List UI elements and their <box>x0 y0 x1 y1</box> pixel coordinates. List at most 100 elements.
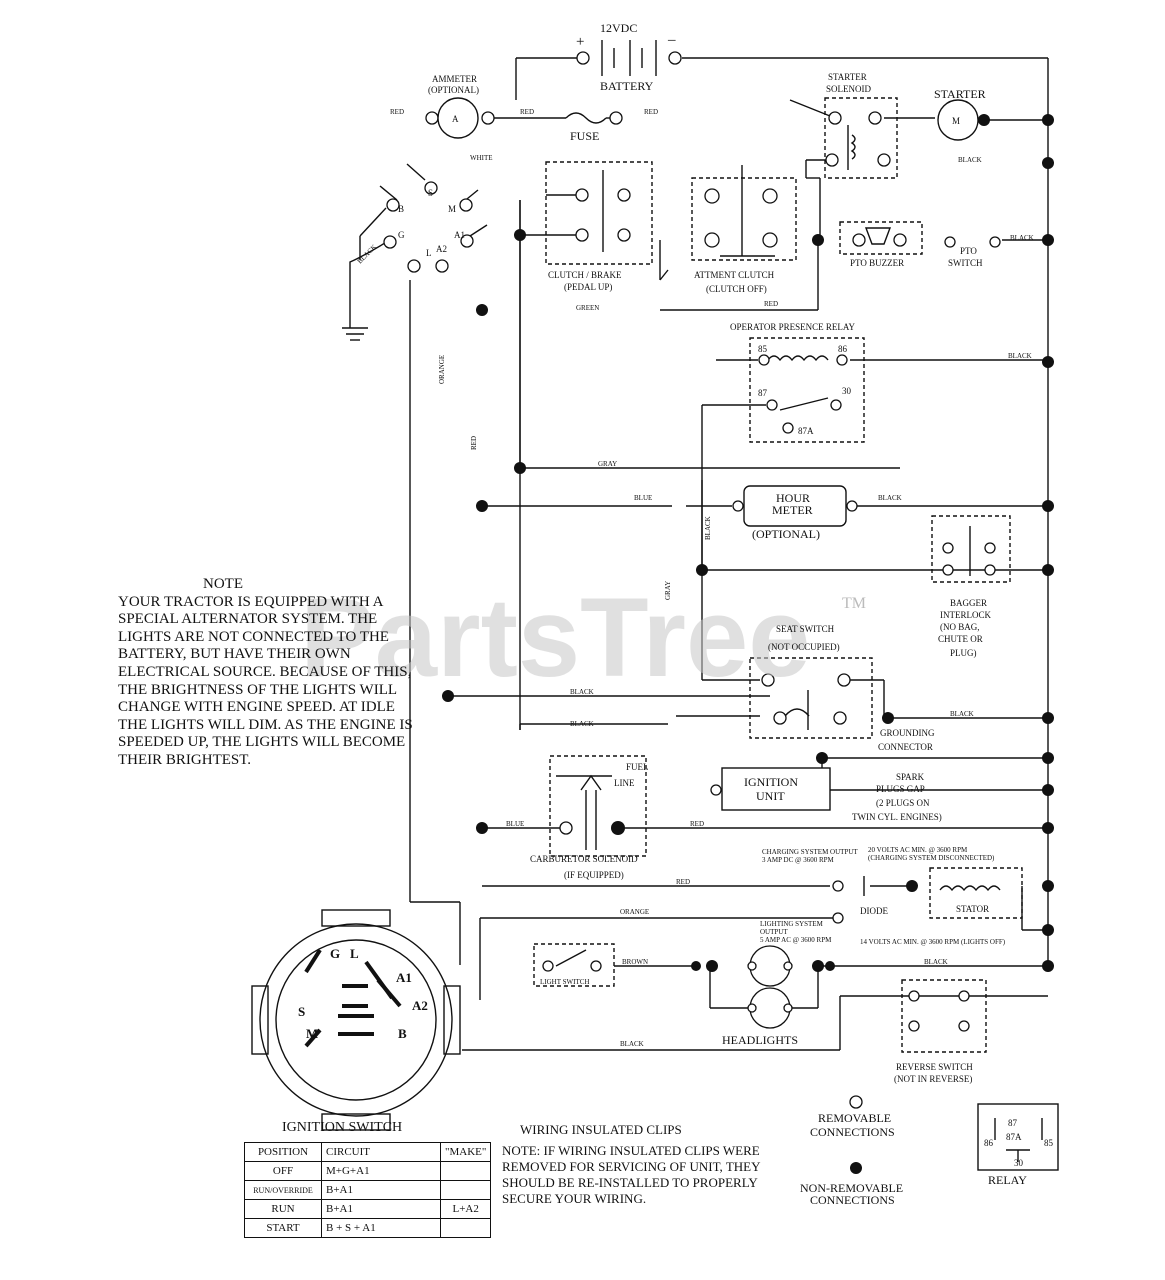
table-cell: START <box>244 1218 322 1238</box>
table-cell: B + S + A1 <box>321 1218 441 1238</box>
legend-relay-30: 30 <box>1014 1158 1024 1168</box>
wire-label-black: BLACK <box>620 1040 644 1048</box>
hour-meter-label: HOUR <box>776 491 810 505</box>
ign-top-l: L <box>426 248 432 258</box>
wire-label-black: BLACK <box>924 958 948 966</box>
wire-label-red: RED <box>764 300 778 308</box>
table-cell: L+A2 <box>439 1199 492 1219</box>
starter-motor-symbol: M <box>952 116 960 126</box>
clutch-brake-state: (PEDAL UP) <box>564 282 612 292</box>
clips-title: WIRING INSULATED CLIPS <box>520 1122 682 1137</box>
charging-output-rating: 3 AMP DC @ 3600 RPM <box>762 856 835 864</box>
wire-label-red: RED <box>470 436 478 450</box>
wire-label-red: RED <box>676 878 690 886</box>
table-row: START B + S + A1 <box>244 1218 492 1238</box>
diode-label: DIODE <box>860 906 888 916</box>
table-cell <box>439 1218 492 1238</box>
legend-nonremovable-2: CONNECTIONS <box>810 1193 895 1207</box>
seat-switch-state: (NOT OCCUPIED) <box>768 642 840 652</box>
ign-switch-s: S <box>298 1004 305 1019</box>
bagger-label-3: (NO BAG, <box>940 622 980 632</box>
ign-top-a2: A2 <box>436 244 447 254</box>
wire-label-black: BLACK <box>570 688 594 696</box>
wire-label-white: WHITE <box>470 154 493 162</box>
hour-meter-label-2: METER <box>772 503 813 517</box>
legend-relay-87a: 87A <box>1006 1132 1022 1142</box>
ign-switch-a1: A1 <box>396 970 412 985</box>
ignition-position-table: POSITION CIRCUIT "MAKE" OFF M+G+A1 RUN/O… <box>244 1142 492 1238</box>
table-header-row: POSITION CIRCUIT "MAKE" <box>244 1142 492 1162</box>
table-header: "MAKE" <box>439 1142 492 1162</box>
ign-switch-m: M <box>306 1026 318 1041</box>
bagger-label-2: INTERLOCK <box>940 610 991 620</box>
table-cell: B+A1 <box>321 1180 441 1200</box>
ign-switch-g: G <box>330 946 340 961</box>
fuse-label: FUSE <box>570 129 599 143</box>
ign-switch-a2: A2 <box>412 998 428 1013</box>
reverse-switch-state: (NOT IN REVERSE) <box>894 1074 972 1084</box>
relay-t87a: 87A <box>798 426 814 436</box>
reverse-switch-label: REVERSE SWITCH <box>896 1062 973 1072</box>
table-cell <box>439 1180 492 1200</box>
table-cell <box>439 1161 492 1181</box>
table-cell: RUN/OVERRIDE <box>244 1180 322 1200</box>
note-title: NOTE <box>203 576 243 592</box>
light-switch-label: LIGHT SWITCH <box>540 978 589 986</box>
stator-label: STATOR <box>956 904 989 914</box>
wire-label-green: GREEN <box>576 304 599 312</box>
spark-plugs-note: (2 PLUGS ON <box>876 798 930 808</box>
wire-label-orange: ORANGE <box>438 355 446 384</box>
bagger-label-4: CHUTE OR <box>938 634 983 644</box>
ign-top-m: M <box>448 204 456 214</box>
table-cell: M+G+A1 <box>321 1161 441 1181</box>
wire-label-brown: BROWN <box>622 958 648 966</box>
table-header: CIRCUIT <box>321 1142 441 1162</box>
carb-solenoid-note: (IF EQUIPPED) <box>564 870 624 880</box>
wire-label-red: RED <box>644 108 658 116</box>
wire-label-blue: BLUE <box>506 820 524 828</box>
relay-t30: 30 <box>842 386 852 396</box>
lighting-output-label-2: OUTPUT <box>760 928 788 936</box>
ign-top-a1: A1 <box>454 230 465 240</box>
spark-plugs-note-2: TWIN CYL. ENGINES) <box>852 812 942 822</box>
wire-label-red: RED <box>690 820 704 828</box>
battery-voltage: 12VDC <box>600 21 637 35</box>
ign-top-b: B <box>398 204 404 214</box>
spark-plugs-label: SPARK <box>896 772 925 782</box>
bagger-label: BAGGER <box>950 598 987 608</box>
legend-relay-87: 87 <box>1008 1118 1018 1128</box>
relay-t87: 87 <box>758 388 768 398</box>
attachment-clutch-label: ATTMENT CLUTCH <box>694 270 775 280</box>
wire-label-blue: BLUE <box>634 494 652 502</box>
wiring-clips-note: WIRING INSULATED CLIPS NOTE: IF WIRING I… <box>502 1122 782 1207</box>
seat-switch-label: SEAT SWITCH <box>776 624 835 634</box>
legend-removable-2: CONNECTIONS <box>810 1125 895 1139</box>
pto-switch-label: PTO <box>960 246 977 256</box>
table-header: POSITION <box>244 1142 322 1162</box>
note-body: YOUR TRACTOR IS EQUIPPED WITH A SPECIAL … <box>118 593 413 768</box>
wire-label-black: BLACK <box>950 710 974 718</box>
ign-switch-l: L <box>350 946 359 961</box>
wire-label-gray: GRAY <box>598 460 617 468</box>
grounding-label: GROUNDING <box>880 728 935 738</box>
starter-label: STARTER <box>934 87 986 101</box>
fuel-line-label-2: LINE <box>614 778 635 788</box>
wire-label-black: BLACK <box>570 720 594 728</box>
legend-nonremovable: NON-REMOVABLE <box>800 1181 903 1195</box>
fuel-line-label: FUEL <box>626 762 649 772</box>
carb-solenoid-label: CARBURETOR SOLENOID <box>530 854 638 864</box>
table-row: RUN B+A1 L+A2 <box>244 1199 492 1219</box>
wire-label-black: BLACK <box>356 243 378 265</box>
clips-body: NOTE: IF WIRING INSULATED CLIPS WERE REM… <box>502 1143 761 1206</box>
wire-label-black: BLACK <box>958 156 982 164</box>
pto-buzzer-label: PTO BUZZER <box>850 258 904 268</box>
ammeter-optional: (OPTIONAL) <box>428 85 479 95</box>
charging-volts-note: (CHARGING SYSTEM DISCONNECTED) <box>868 854 995 862</box>
ign-switch-b: B <box>398 1026 407 1041</box>
charging-output-label: CHARGING SYSTEM OUTPUT <box>762 848 858 856</box>
battery-plus: + <box>576 34 584 50</box>
attachment-clutch-state: (CLUTCH OFF) <box>706 284 767 294</box>
table-row: OFF M+G+A1 <box>244 1161 492 1181</box>
ignition-switch-title: IGNITION SWITCH <box>282 1120 403 1135</box>
